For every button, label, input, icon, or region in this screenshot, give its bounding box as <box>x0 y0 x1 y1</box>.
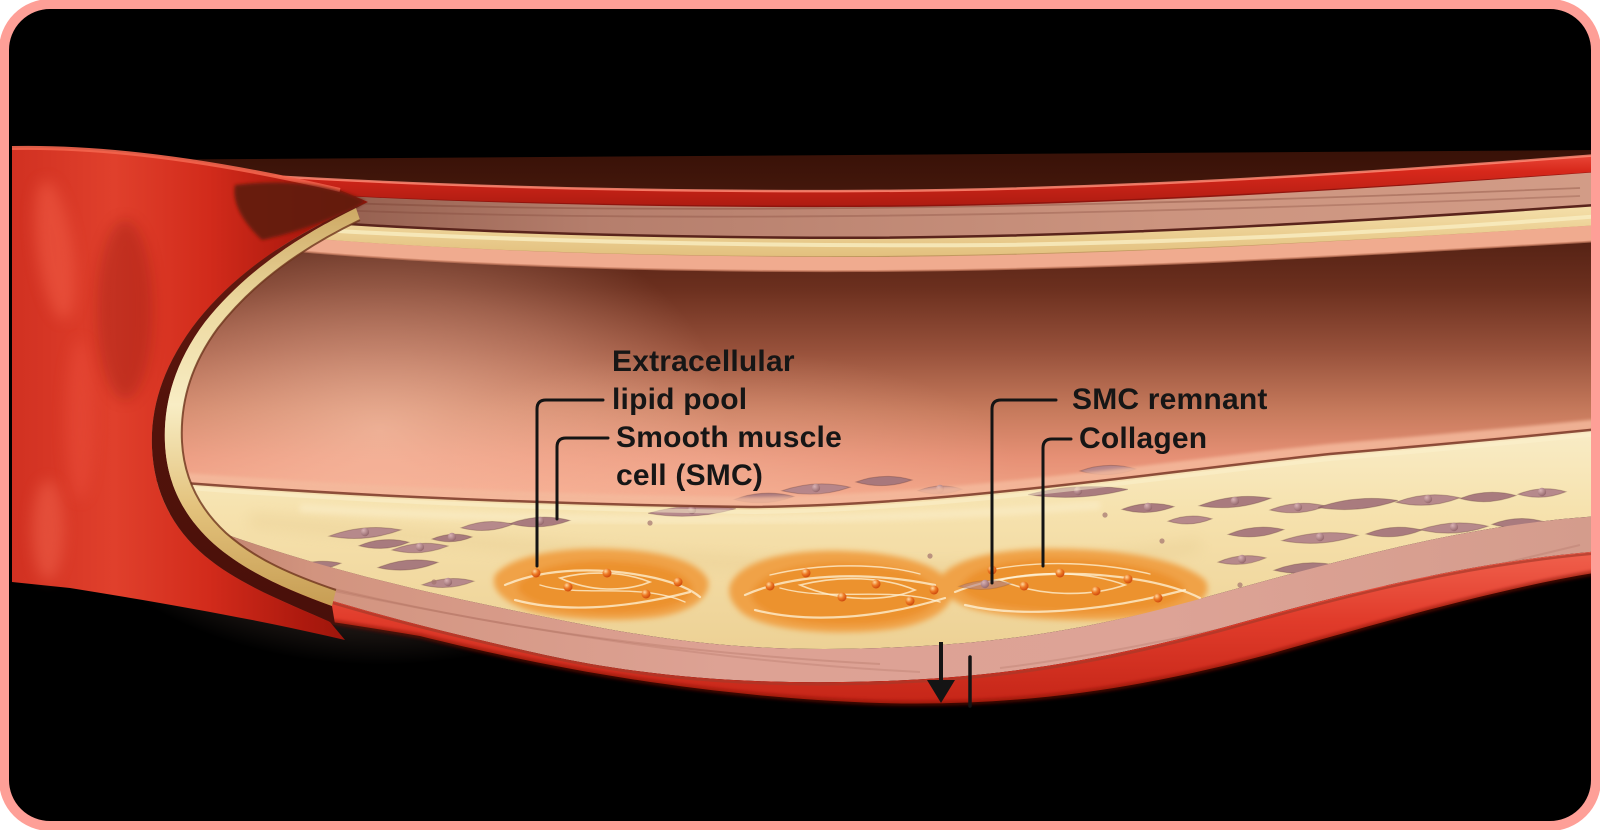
lipid-droplet <box>673 577 683 587</box>
lipid-droplet <box>1019 581 1029 591</box>
smc-spindle <box>1216 554 1268 565</box>
lipid-droplet <box>602 568 612 578</box>
cell-dot <box>1159 538 1165 544</box>
lipid-droplets <box>531 565 1163 606</box>
lipid-droplet <box>1055 568 1065 578</box>
leader-extracellular-lipid-pool <box>535 398 605 568</box>
leader-smooth-muscle-cell <box>555 436 610 521</box>
smc-spindle <box>854 475 914 487</box>
smc-spindle <box>957 579 1013 590</box>
lipid-droplet <box>563 582 573 592</box>
smc-spindle <box>357 539 411 549</box>
lipid-droplet <box>641 589 651 599</box>
lipid-droplet <box>905 596 915 606</box>
down-arrow <box>927 642 955 703</box>
smc-spindle <box>1120 502 1176 513</box>
lipid-droplet <box>531 568 541 578</box>
lipid-droplet <box>871 579 881 589</box>
label-line: lipid pool <box>612 383 748 416</box>
cell-dot <box>1237 582 1243 588</box>
lipid-droplet <box>1123 574 1133 584</box>
smc-spindle <box>1280 532 1360 544</box>
vessel-cut-end <box>11 145 368 641</box>
label-collagen: Collagen <box>1079 420 1207 458</box>
leader-smc-remnant <box>990 398 1058 585</box>
lipid-droplet <box>1091 586 1101 596</box>
smc-spindle <box>1197 495 1273 509</box>
smc-spindle <box>430 532 474 543</box>
lipid-droplet <box>1153 593 1163 603</box>
label-smooth-muscle-cell: Smooth muscle cell (SMC) <box>616 419 842 495</box>
lipid-droplet <box>837 592 847 602</box>
smc-spindle <box>1166 515 1214 525</box>
label-extracellular-lipid-pool: Extracellular lipid pool <box>612 343 795 419</box>
smc-spindle <box>327 527 403 539</box>
cell-dot <box>927 553 933 559</box>
smc-spindle <box>390 542 450 554</box>
label-line: SMC remnant <box>1072 383 1268 416</box>
label-line: Collagen <box>1079 422 1208 455</box>
plaque-surface <box>130 419 1596 515</box>
media-top <box>165 172 1596 240</box>
smc-spindle <box>1394 494 1462 506</box>
smc-spindle <box>1516 487 1568 498</box>
smc-spindle <box>1317 497 1399 511</box>
lipid-droplet <box>801 568 811 578</box>
leader-lines <box>535 398 1073 708</box>
smc-spindle <box>780 483 852 495</box>
smc-spindle <box>1458 491 1518 503</box>
smc-spindle <box>1418 522 1490 534</box>
label-smc-remnant: SMC remnant <box>1072 381 1268 419</box>
adventitia-top <box>150 155 1596 208</box>
leader-collagen <box>1041 437 1073 568</box>
lipid-droplet <box>765 581 775 591</box>
smc-spindle <box>1268 502 1328 514</box>
label-line: cell (SMC) <box>616 459 764 492</box>
smc-spindle <box>376 559 440 571</box>
label-line: Smooth muscle <box>616 421 842 454</box>
elastic-lamina <box>180 206 1596 258</box>
label-line: Extracellular <box>612 345 795 378</box>
cell-dot <box>647 520 653 526</box>
smc-spindle <box>1226 526 1286 538</box>
lipid-droplet <box>929 585 939 595</box>
cell-dot <box>1102 512 1108 518</box>
cell-dot <box>431 579 437 585</box>
